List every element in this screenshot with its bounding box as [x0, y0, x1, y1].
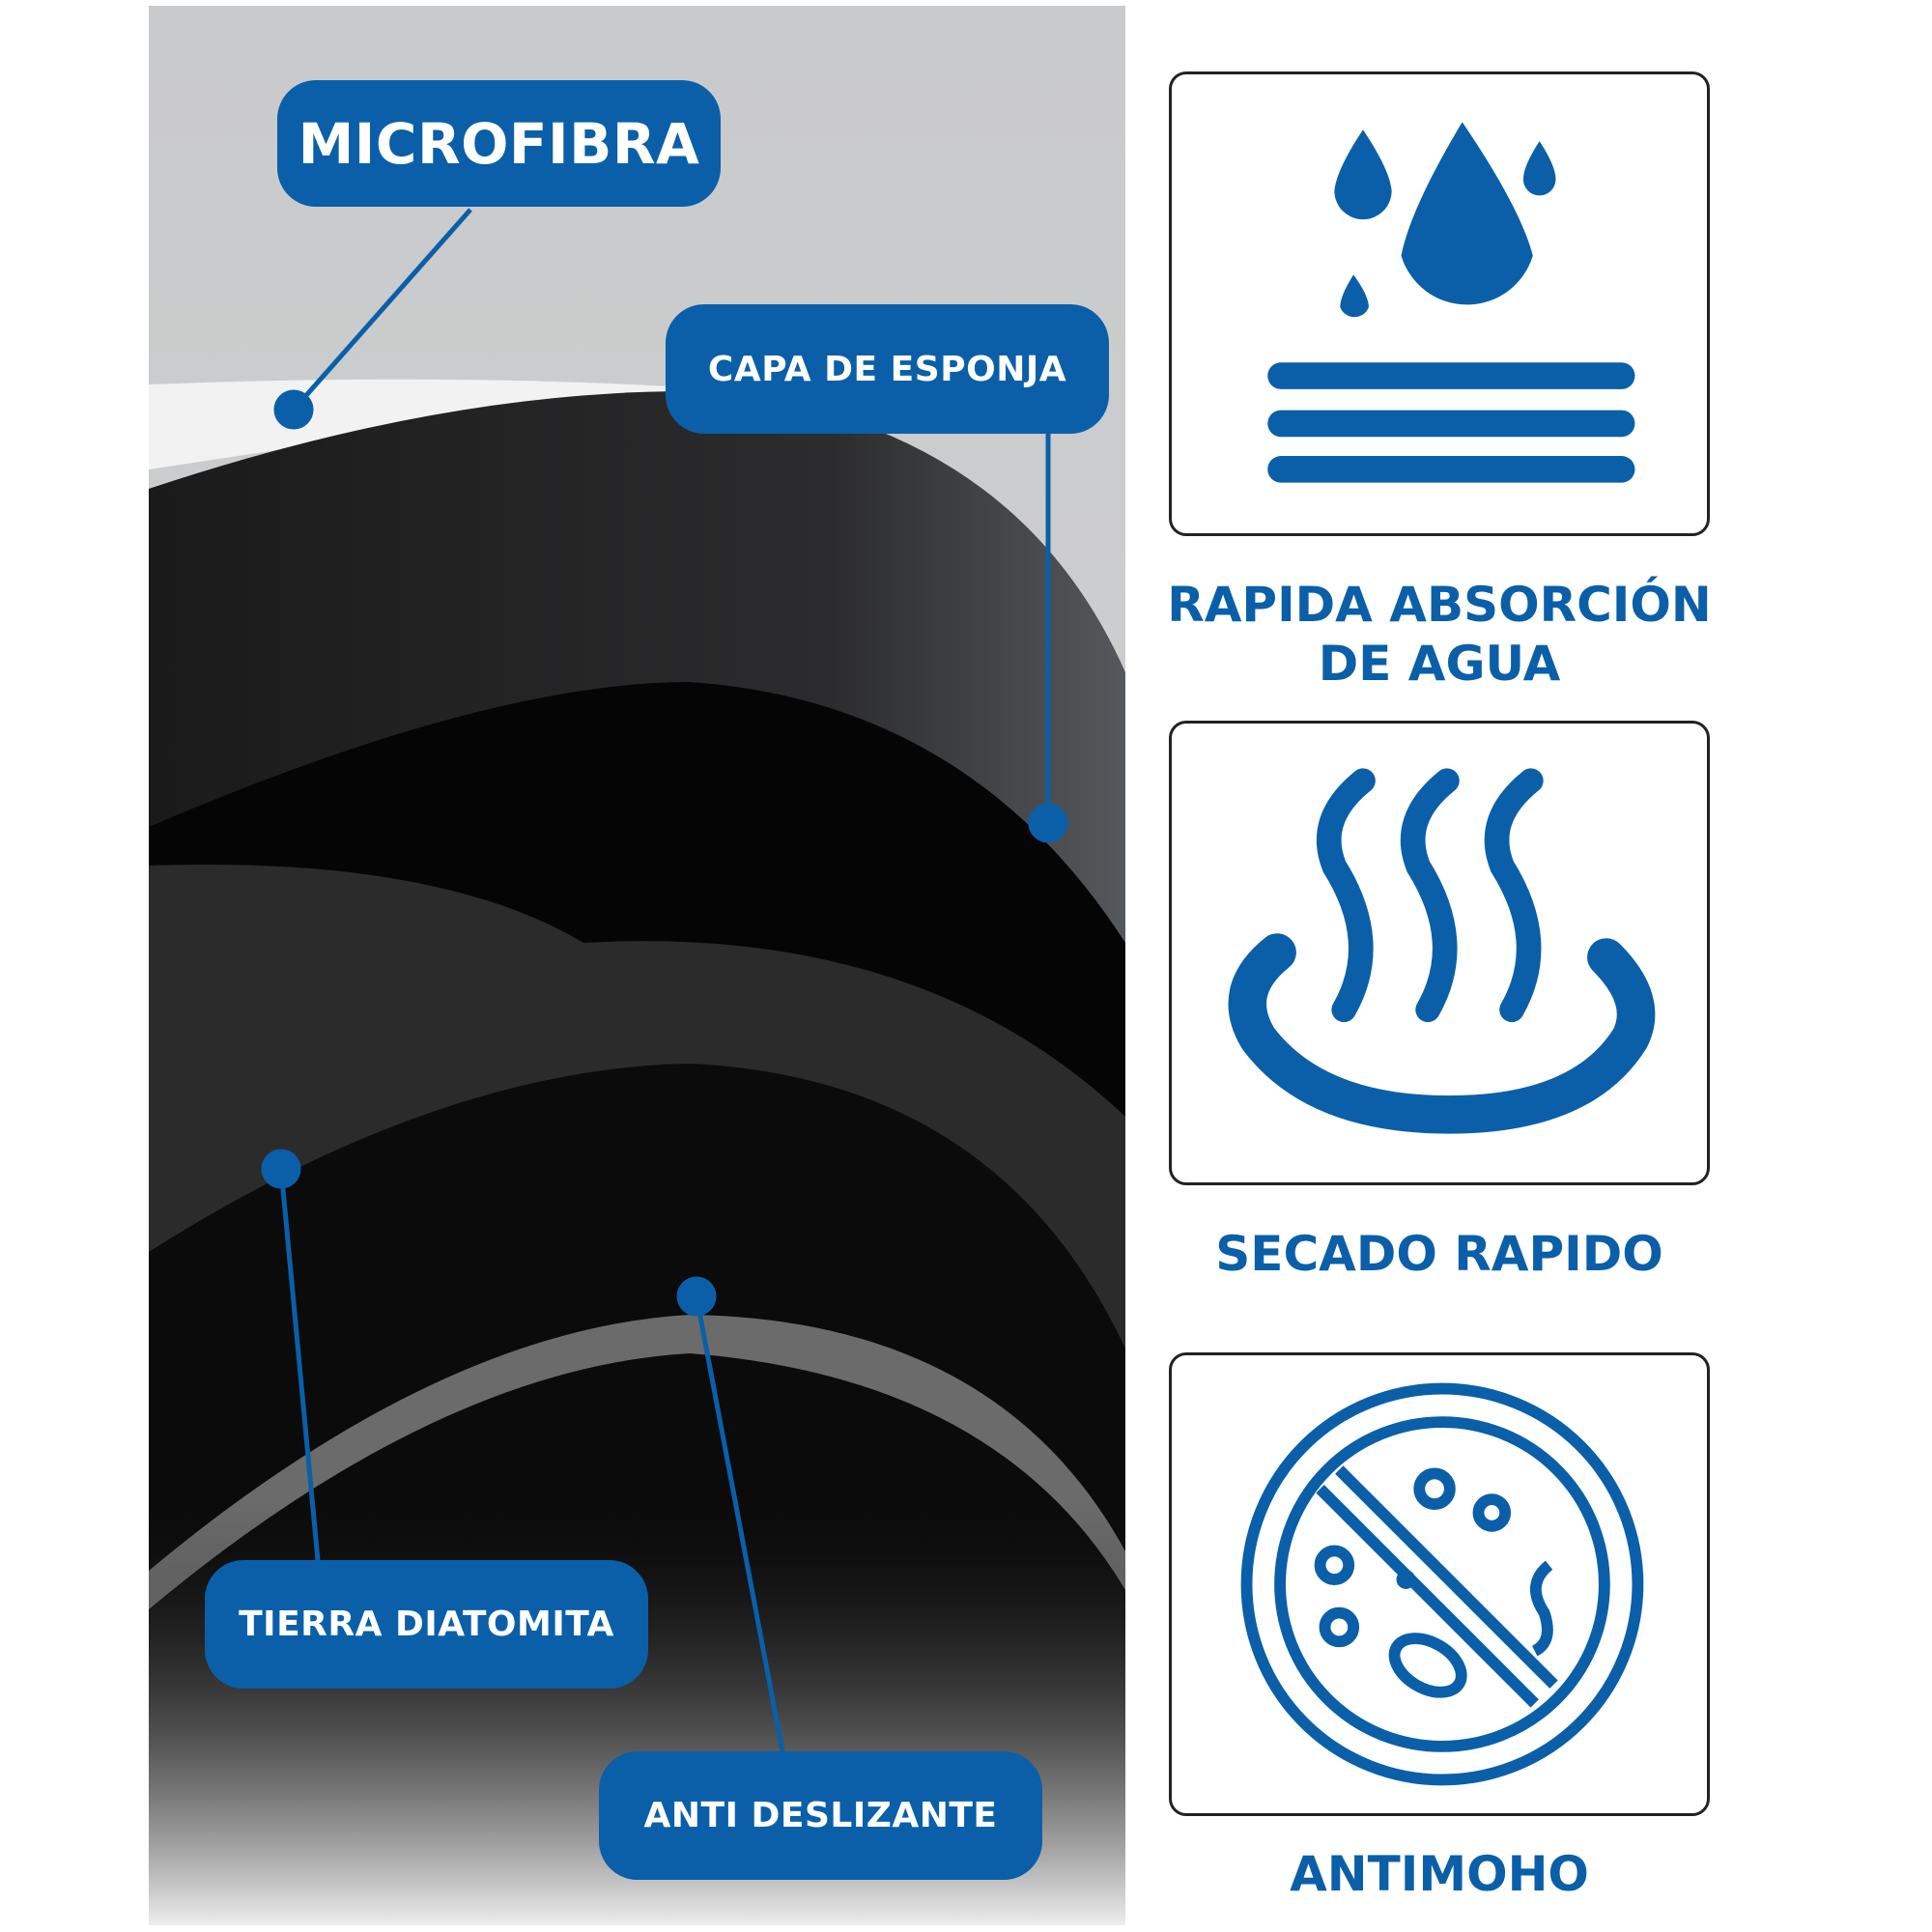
water-drops-absorption-icon	[1267, 122, 1635, 483]
absorption-title-line2: DE AGUA	[1318, 636, 1561, 692]
tierra-diatomita-label: TIERRA DIATOMITA	[205, 1560, 648, 1689]
quick-dry-title: SECADO RAPIDO	[1215, 1226, 1663, 1282]
absorption-title: RAPIDA ABSORCIÓN DE AGUA	[1140, 576, 1739, 694]
microfibra-label: MICROFIBRA	[277, 80, 721, 207]
antimold-card	[1169, 1352, 1710, 1816]
no-bacteria-icon	[1240, 1382, 1644, 1786]
quick-dry-card	[1169, 721, 1710, 1185]
absorption-title-line1: RAPIDA ABSORCIÓN	[1167, 577, 1712, 633]
capa-esponja-label: CAPA DE ESPONJA	[666, 304, 1109, 434]
absorption-card	[1169, 71, 1710, 536]
anti-deslizante-label: ANTI DESLIZANTE	[599, 1751, 1042, 1880]
steam-heat-icon	[1228, 768, 1656, 1134]
antimold-title: ANTIMOHO	[1290, 1846, 1589, 1902]
